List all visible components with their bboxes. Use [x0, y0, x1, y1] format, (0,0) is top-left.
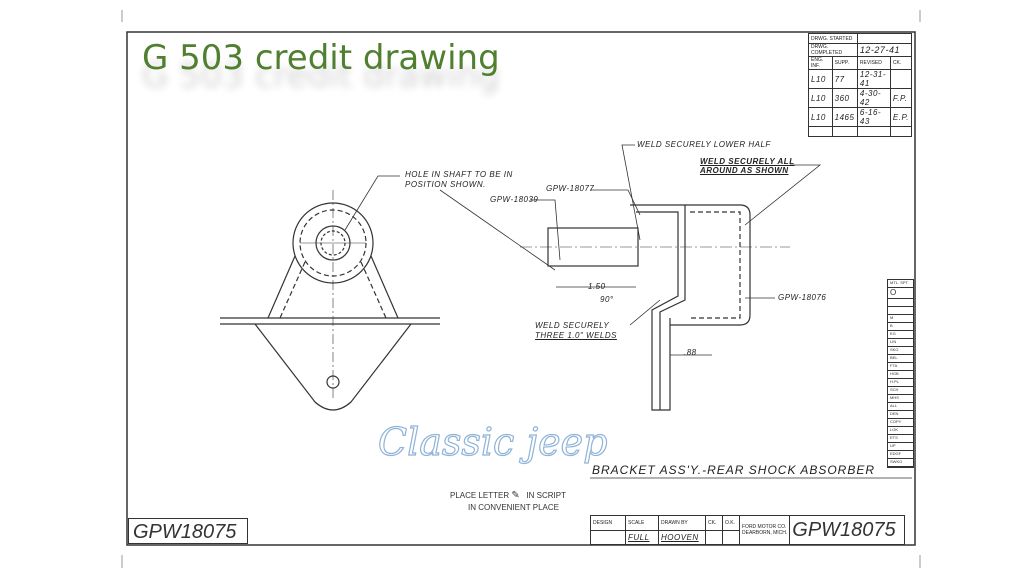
spec-item: O: [888, 288, 913, 299]
note-weld-three-2: THREE 1.0" WELDS: [535, 331, 617, 340]
rev-cell: F.P.: [889, 88, 913, 108]
stamp-line-2: IN CONVENIENT PLACE: [468, 503, 559, 512]
note-weld-all: WELD SECURELY ALL: [700, 157, 795, 166]
drwg-started-label: DRWG. STARTED: [808, 33, 858, 44]
scale-label: SCALE: [625, 515, 659, 531]
spec-item: SWKG: [888, 459, 913, 467]
drawing-title: BRACKET ASS'Y.-REAR SHOCK ABSORBER: [592, 463, 876, 477]
rev-cell: 12-31-41: [856, 69, 891, 89]
note-hole: HOLE IN SHAFT TO BE IN: [405, 170, 513, 179]
rev-header: ENG. INF.: [808, 56, 833, 70]
spec-item: UP: [888, 443, 913, 451]
note-weld-three: WELD SECURELY: [535, 321, 610, 330]
slide-title: G 503 credit drawing: [142, 38, 500, 78]
ok-label: O.K.: [722, 515, 740, 531]
spec-item: BEL: [888, 355, 913, 363]
rev-header: CK.: [889, 56, 913, 70]
spec-item: HGB: [888, 371, 913, 379]
stamp-line-1: PLACE LETTER ✎ IN SCRIPT: [450, 490, 566, 501]
stamp-text: IN SCRIPT: [526, 491, 566, 500]
rev-cell: 360: [831, 88, 858, 108]
rev-cell: 6-16-43: [856, 107, 891, 127]
rev-header: REVISED: [856, 56, 891, 70]
spec-item: H.PL: [888, 379, 913, 387]
spec-item: SKG: [888, 347, 913, 355]
rev-cell: L10: [808, 88, 833, 108]
company: FORD MOTOR CO.: [742, 524, 787, 530]
rev-cell: 77: [831, 69, 858, 89]
spec-item: ETS: [888, 435, 913, 443]
dim-88: .88: [684, 348, 697, 357]
rev-cell: 4-30-42: [856, 88, 891, 108]
ck-label: CK.: [705, 515, 723, 531]
note-weld-lower: WELD SECURELY LOWER HALF: [637, 140, 771, 149]
note-weld-all-2: AROUND AS SHOWN: [700, 166, 789, 175]
drawing-border: [126, 31, 916, 546]
rev-cell: E.P.: [889, 107, 913, 127]
part-number: GPW18075: [789, 515, 906, 545]
spec-item: LIN: [888, 339, 913, 347]
rev-cell: [889, 69, 913, 89]
spec-blank: [888, 299, 913, 307]
spec-item: SCH: [888, 387, 913, 395]
spec-item: EG: [888, 331, 913, 339]
rev-cell: 1465: [831, 107, 858, 127]
design-label: DESIGN: [590, 515, 626, 531]
company-cell: FORD MOTOR CO.DEARBORN, MICH.: [738, 515, 791, 545]
label-gpw-18077: GPW-18077: [546, 184, 595, 193]
dim-1-50: 1.50: [588, 282, 606, 291]
spec-item: B: [888, 323, 913, 331]
spec-item: MHS: [888, 395, 913, 403]
title-block: DESIGN SCALE DRAWN BY CK. O.K. FORD MOTO…: [590, 515, 906, 545]
dim-angle: 90°: [600, 295, 614, 304]
watermark-logo: Classic jeep: [377, 419, 608, 464]
label-gpw-18039: GPW-18039: [490, 195, 539, 204]
spec-blank: [888, 307, 913, 315]
spec-item: DEN: [888, 411, 913, 419]
spec-item: EDGF: [888, 451, 913, 459]
spec-item: ALL: [888, 403, 913, 411]
spec-item: LOK: [888, 427, 913, 435]
part-number-left: GPW18075: [128, 518, 248, 544]
front-view: [220, 175, 440, 411]
note-hole-2: POSITION SHOWN.: [405, 180, 486, 189]
drwg-completed-value: 12-27-41: [856, 43, 913, 57]
rev-header: SUPP.: [831, 56, 858, 70]
spec-item: M: [888, 315, 913, 323]
spec-item: COPY: [888, 419, 913, 427]
label-gpw-18076: GPW-18076: [778, 293, 827, 302]
location: DEARBORN, MICH.: [742, 530, 788, 536]
spec-item: FTA: [888, 363, 913, 371]
scale-value: FULL: [625, 529, 659, 545]
side-view: [439, 144, 822, 411]
rev-cell: L10: [808, 107, 833, 127]
drawn-by-value: HOOVEN: [658, 529, 706, 545]
drawn-by-label: DRAWN BY: [658, 515, 706, 531]
drwg-completed-label: DRWG. COMPLETED: [808, 43, 858, 57]
spec-item: MTL. SPT.: [888, 280, 913, 288]
stamp-text: PLACE LETTER: [450, 491, 510, 500]
rev-cell: L10: [808, 69, 833, 89]
